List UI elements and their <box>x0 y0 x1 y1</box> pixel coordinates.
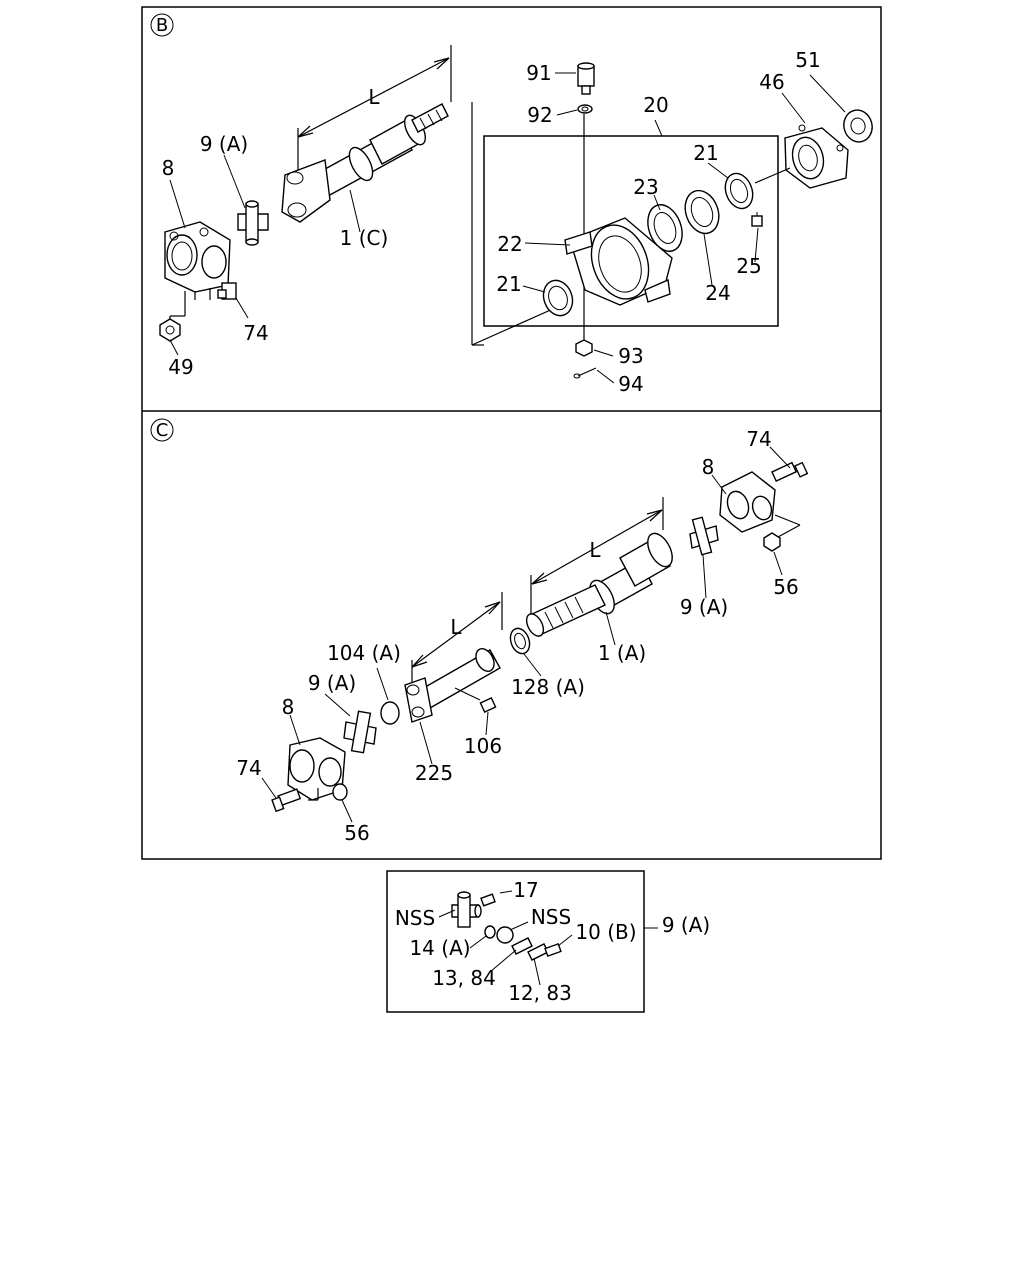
label-c-128a: 128 (A) <box>511 675 585 699</box>
detail-9a-drawing <box>438 890 658 986</box>
section-b-drawing <box>159 45 873 384</box>
section-b-marker: B <box>150 13 174 37</box>
label-b-93: 93 <box>618 344 643 368</box>
label-c-56-rear: 56 <box>773 575 798 599</box>
label-b-21-lower: 21 <box>496 272 521 296</box>
label-d-17: 17 <box>513 878 538 902</box>
label-b-94: 94 <box>618 372 643 396</box>
label-c-8-rear: 8 <box>702 455 715 479</box>
label-b-21-upper: 21 <box>693 141 718 165</box>
label-c-1a: 1 (A) <box>598 641 646 665</box>
label-c-106: 106 <box>464 734 502 758</box>
label-d-14a: 14 (A) <box>409 936 470 960</box>
svg-text:B: B <box>156 15 168 36</box>
label-c-104a: 104 (A) <box>327 641 401 665</box>
label-b-20: 20 <box>643 93 668 117</box>
label-c-9a-rear: 9 (A) <box>680 595 728 619</box>
label-b-23: 23 <box>633 175 658 199</box>
label-c-74-rear: 74 <box>746 427 771 451</box>
label-b-91: 91 <box>526 61 551 85</box>
detail-box-9a <box>386 870 645 1013</box>
label-b-46: 46 <box>759 70 784 94</box>
label-b-24: 24 <box>705 281 730 305</box>
label-c-9a-front: 9 (A) <box>308 671 356 695</box>
label-b-9a: 9 (A) <box>200 132 248 156</box>
label-b-1c: 1 (C) <box>340 226 389 250</box>
label-b-51: 51 <box>795 48 820 72</box>
label-c-225: 225 <box>415 761 453 785</box>
label-c-8-front: 8 <box>282 695 295 719</box>
section-c-drawing <box>261 446 809 823</box>
label-d-9a: 9 (A) <box>662 913 710 937</box>
svg-text:C: C <box>156 420 169 441</box>
label-b-92: 92 <box>527 103 552 127</box>
label-d-12-83: 12, 83 <box>508 981 572 1005</box>
label-b-74: 74 <box>243 321 268 345</box>
label-b-dimension-l: L <box>368 85 380 109</box>
label-d-13-84: 13, 84 <box>432 966 496 990</box>
label-c-56-front: 56 <box>344 821 369 845</box>
label-b-25: 25 <box>736 254 761 278</box>
label-c-74-front: 74 <box>236 756 261 780</box>
label-c-dimension-l-lower: L <box>450 615 462 639</box>
label-c-dimension-l-upper: L <box>589 538 601 562</box>
label-d-nss-right: NSS <box>531 905 571 929</box>
label-b-22: 22 <box>497 232 522 256</box>
label-d-nss-left: NSS <box>395 906 435 930</box>
label-d-10b: 10 (B) <box>575 920 636 944</box>
label-b-49: 49 <box>168 355 193 379</box>
diagram-frame <box>141 6 882 860</box>
label-b-8: 8 <box>162 156 175 180</box>
section-c-marker: C <box>150 418 174 442</box>
